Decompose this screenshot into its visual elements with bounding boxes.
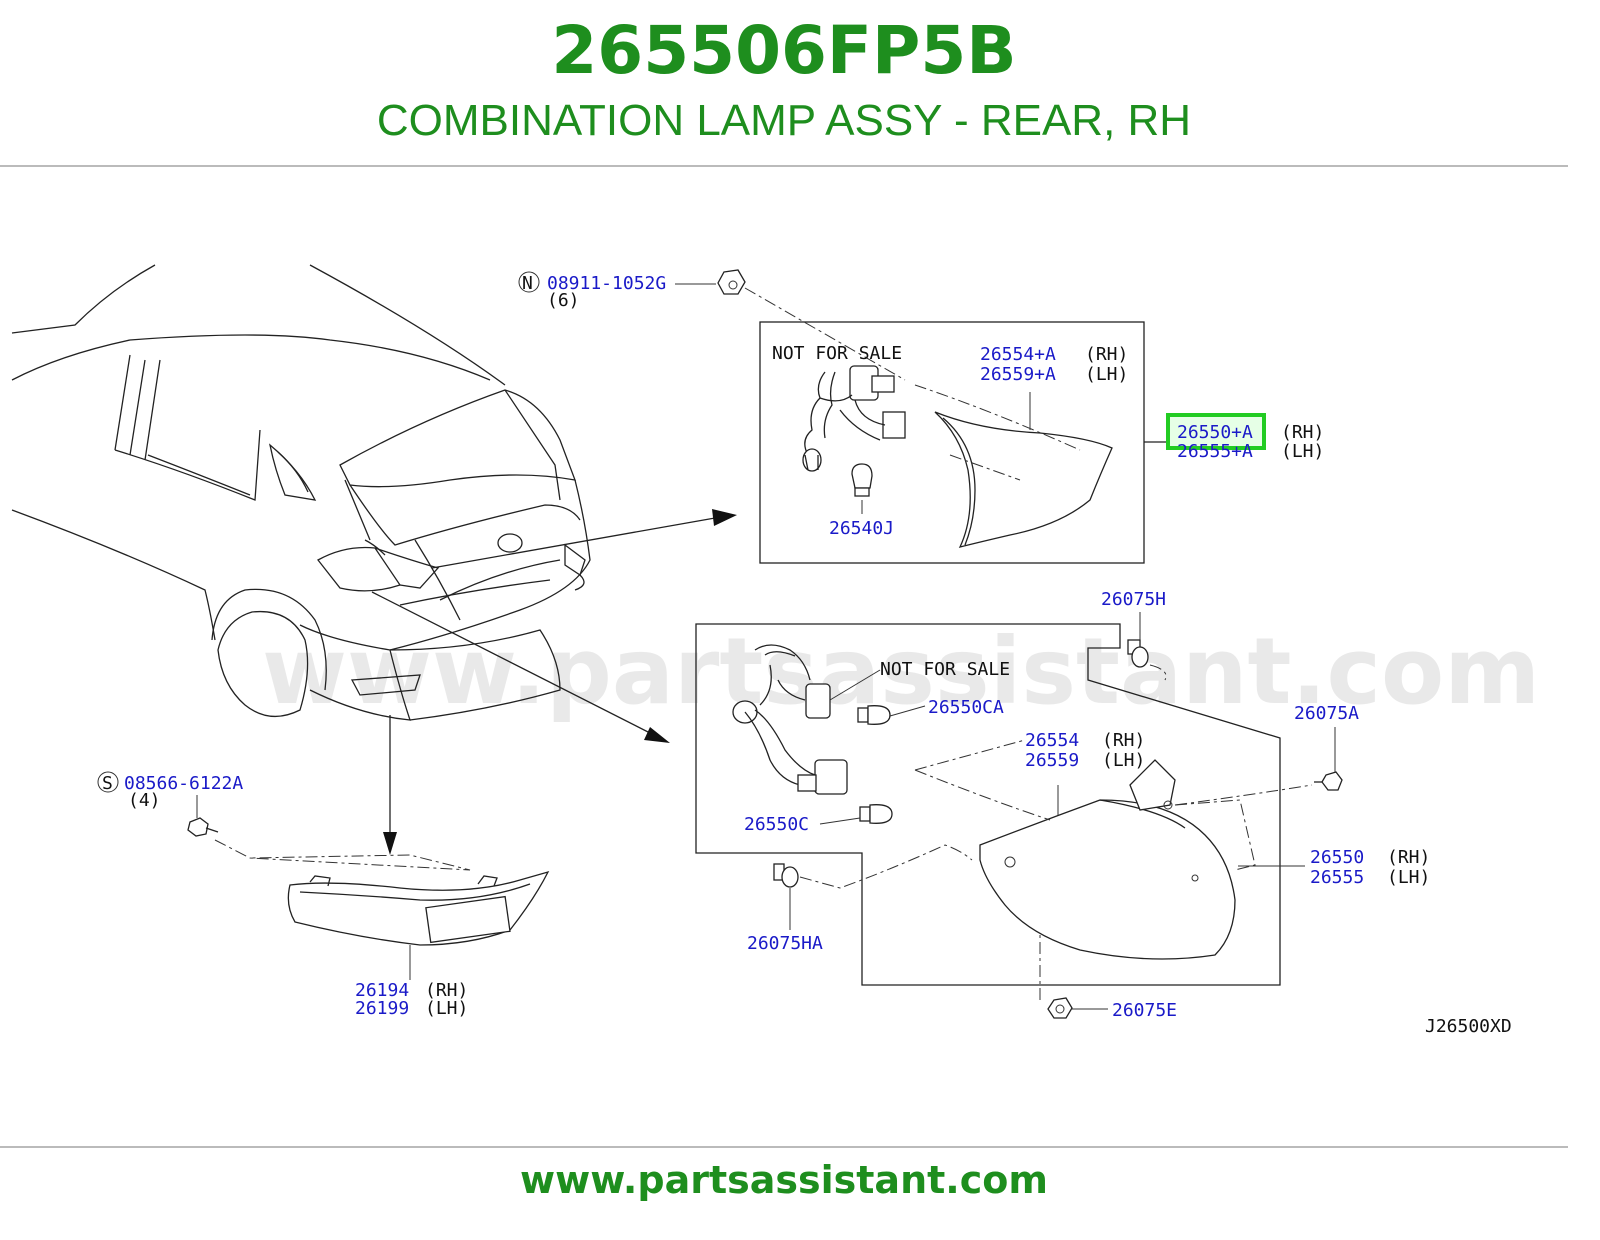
rh-label: (RH) bbox=[1102, 730, 1145, 751]
part-26550a-label[interactable]: 26550+A bbox=[1177, 422, 1253, 443]
lamp-housing-icon bbox=[914, 384, 1113, 548]
diagram-code-label: J26500XD bbox=[1425, 1016, 1512, 1037]
highlight-box bbox=[1166, 413, 1266, 450]
part-26555-label[interactable]: 26555 bbox=[1310, 867, 1364, 888]
bulb-icon bbox=[851, 463, 873, 497]
not-for-sale-label-bottom: NOT FOR SALE bbox=[880, 659, 1010, 680]
screw-icon bbox=[187, 817, 219, 837]
rh-label: (RH) bbox=[1085, 344, 1128, 365]
lh-label: (LH) bbox=[1281, 441, 1324, 462]
part-description: COMBINATION LAMP ASSY - REAR, RH bbox=[376, 96, 1192, 145]
rh-label: (RH) bbox=[1387, 847, 1430, 868]
part-26550-label[interactable]: 26550 bbox=[1310, 847, 1364, 868]
watermark: www.partsassistant.com bbox=[262, 618, 1540, 725]
lh-label: (LH) bbox=[1102, 750, 1145, 771]
nut-qty-label: (6) bbox=[547, 290, 580, 311]
not-for-sale-label: NOT FOR SALE bbox=[772, 343, 902, 364]
part-26559a-label[interactable]: 26559+A bbox=[980, 364, 1056, 385]
part-26555a-label[interactable]: 26555+A bbox=[1177, 441, 1253, 462]
lamp-assembly-icon bbox=[914, 739, 1313, 960]
part-26554-label[interactable]: 26554 bbox=[1025, 730, 1079, 751]
rh-label: (RH) bbox=[1281, 422, 1324, 443]
screw-part-label[interactable]: 08566-6122A bbox=[124, 773, 243, 794]
nut-code-symbol: N bbox=[522, 273, 533, 294]
grommet-e-icon bbox=[1047, 997, 1073, 1019]
footer-divider bbox=[0, 1146, 1568, 1148]
part-26550ca-label[interactable]: 26550CA bbox=[928, 697, 1004, 718]
part-26554a-label[interactable]: 26554+A bbox=[980, 344, 1056, 365]
part-26559-label[interactable]: 26559 bbox=[1025, 750, 1079, 771]
vehicle-rear-illustration bbox=[11, 264, 591, 721]
footer-website-link[interactable]: www.partsassistant.com bbox=[520, 1158, 1048, 1202]
part-26540j-label[interactable]: 26540J bbox=[829, 518, 894, 539]
callout-labels: N 08911-1052G (6) NOT FOR SALE 26554+A (… bbox=[97, 271, 1512, 1037]
lh-label: (LH) bbox=[1387, 867, 1430, 888]
part-26194-label[interactable]: 26194 bbox=[355, 980, 409, 1001]
part-26075ha-label[interactable]: 26075HA bbox=[747, 933, 823, 954]
part-26075a-label[interactable]: 26075A bbox=[1294, 703, 1359, 724]
part-26075h-label[interactable]: 26075H bbox=[1101, 589, 1166, 610]
part-26550c-label[interactable]: 26550C bbox=[744, 814, 809, 835]
part-26199-label[interactable]: 26199 bbox=[355, 998, 409, 1019]
header: 265506FP5B COMBINATION LAMP ASSY - REAR,… bbox=[0, 0, 1568, 166]
wiring-harness-bottom-icon bbox=[732, 644, 848, 795]
header-divider bbox=[0, 165, 1568, 167]
nut-icon bbox=[717, 269, 746, 295]
reflector-icon bbox=[287, 870, 550, 946]
lh-label: (LH) bbox=[425, 998, 468, 1019]
grommet-a-icon bbox=[1314, 771, 1343, 791]
part-number-title: 265506FP5B bbox=[551, 12, 1017, 89]
screw-qty-label: (4) bbox=[128, 790, 161, 811]
bulb-ca-icon bbox=[857, 705, 891, 725]
pointer-arrows bbox=[371, 509, 737, 855]
screw-code-symbol: S bbox=[102, 773, 113, 794]
grommet-h-icon bbox=[1127, 639, 1149, 668]
grommet-ha-icon bbox=[773, 863, 799, 888]
part-26075e-label[interactable]: 26075E bbox=[1112, 1000, 1177, 1021]
bulb-c-icon bbox=[859, 804, 893, 824]
wiring-harness-icon bbox=[802, 365, 906, 472]
nut-part-label[interactable]: 08911-1052G bbox=[547, 273, 666, 294]
inset-box-bottom bbox=[695, 623, 1281, 986]
lh-label: (LH) bbox=[1085, 364, 1128, 385]
rh-label: (RH) bbox=[425, 980, 468, 1001]
